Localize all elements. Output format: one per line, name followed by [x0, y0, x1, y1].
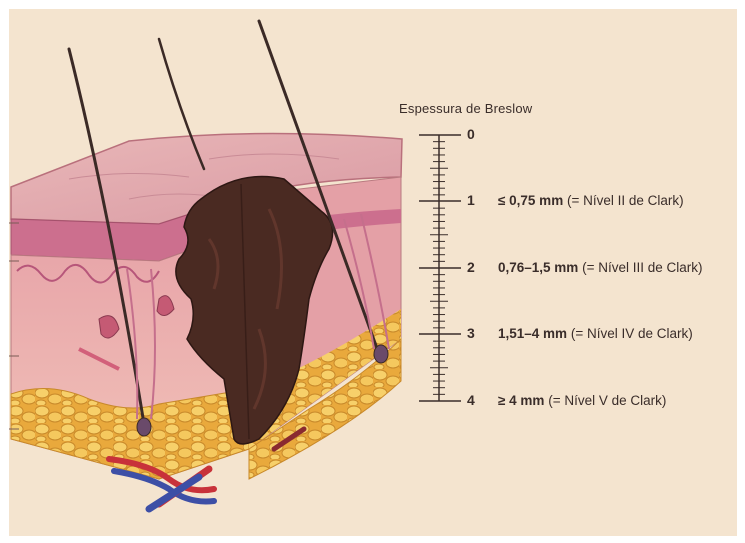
- tick-label-0: 0: [467, 126, 475, 142]
- level-3-clark: (= Nível IV de Clark): [571, 326, 693, 341]
- level-1-depth: ≤ 0,75 mm: [498, 193, 563, 208]
- illustration-frame: Espessura de Breslow 0 1 2 3 4 ≤ 0,75 mm…: [9, 9, 737, 536]
- level-4-clark: (= Nível V de Clark): [548, 393, 666, 408]
- level-2: 0,76–1,5 mm (= Nível III de Clark): [498, 260, 702, 275]
- tick-label-2: 2: [467, 259, 475, 275]
- level-2-clark: (= Nível III de Clark): [582, 260, 702, 275]
- level-1: ≤ 0,75 mm (= Nível II de Clark): [498, 193, 684, 208]
- level-3: 1,51–4 mm (= Nível IV de Clark): [498, 326, 693, 341]
- level-2-depth: 0,76–1,5 mm: [498, 260, 578, 275]
- tick-label-3: 3: [467, 325, 475, 341]
- level-1-clark: (= Nível II de Clark): [567, 193, 684, 208]
- level-4-depth: ≥ 4 mm: [498, 393, 544, 408]
- tick-label-1: 1: [467, 192, 475, 208]
- tick-label-4: 4: [467, 392, 475, 408]
- level-4: ≥ 4 mm (= Nível V de Clark): [498, 393, 666, 408]
- level-3-depth: 1,51–4 mm: [498, 326, 567, 341]
- scale-title: Espessura de Breslow: [399, 101, 532, 116]
